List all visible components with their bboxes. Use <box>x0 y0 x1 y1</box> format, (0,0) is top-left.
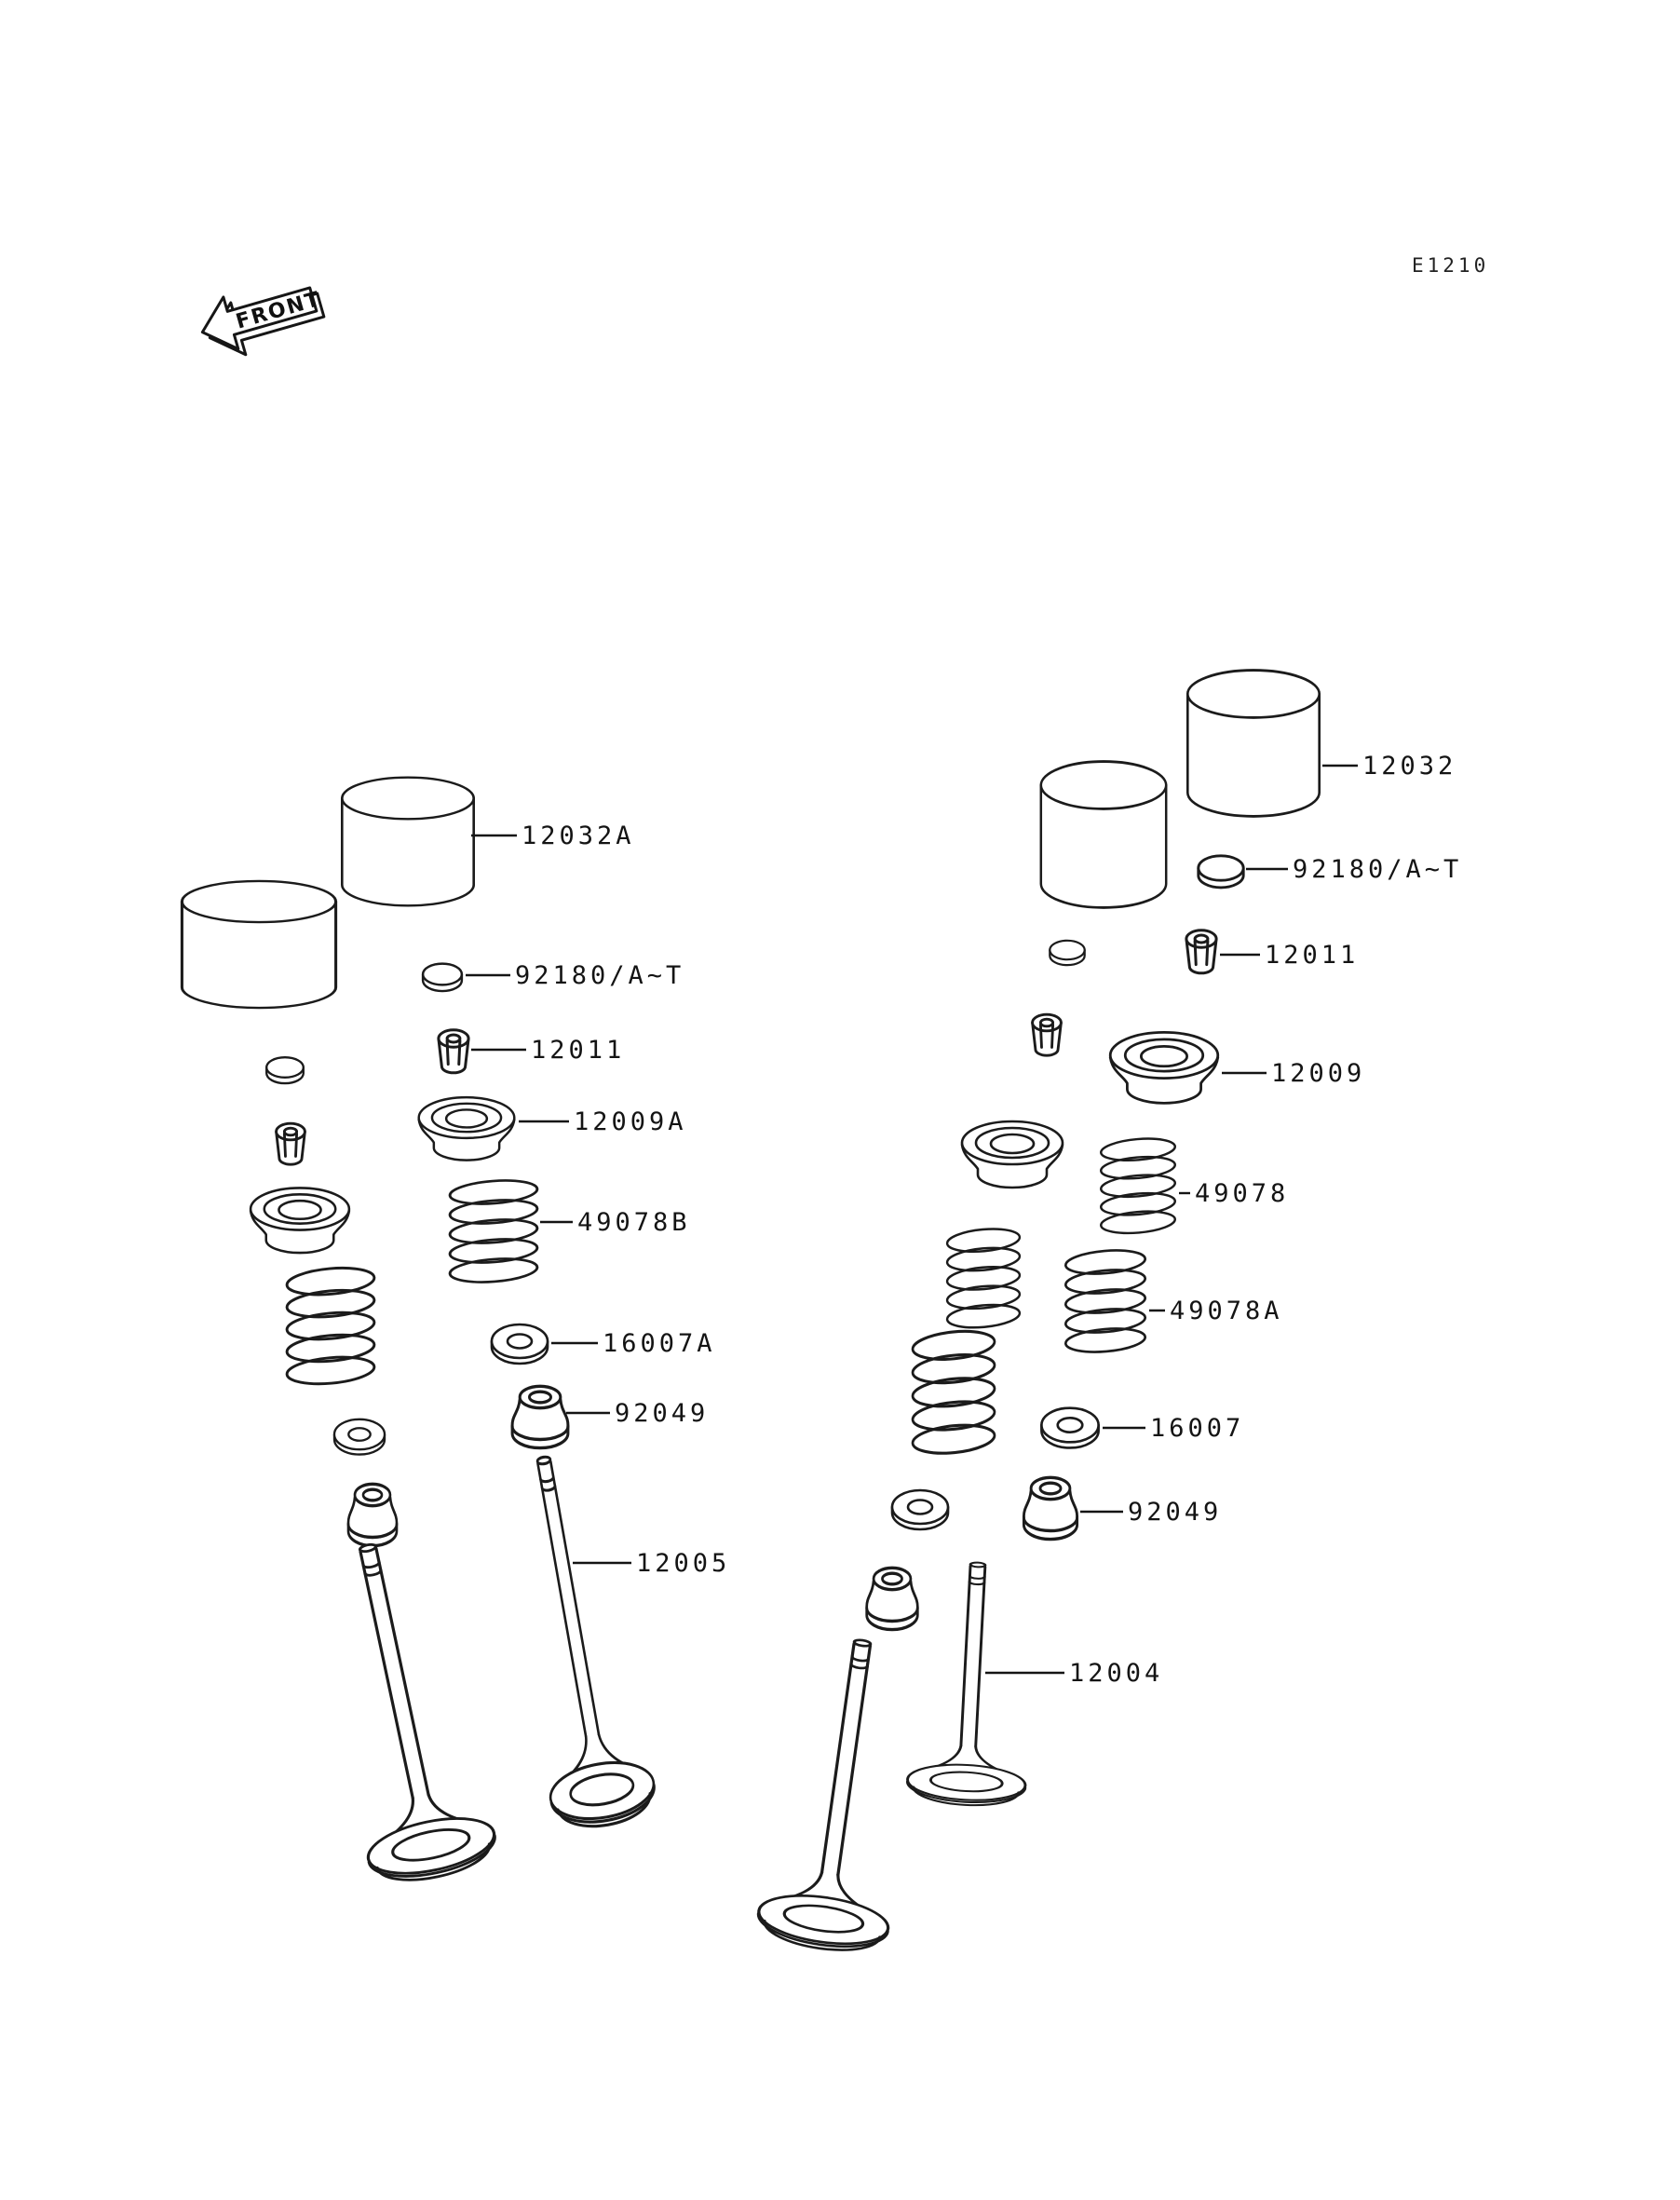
valve-cotter <box>437 1028 470 1075</box>
valve-spring <box>447 1175 540 1287</box>
oil-seal <box>865 1566 919 1632</box>
part-label-49078B: 49078B <box>577 1208 691 1237</box>
intake-valve <box>904 1557 1038 1810</box>
part-label-12009A: 12009A <box>574 1107 687 1136</box>
callouts-left: 12032A 92180/A~T 12011 12009A 49078B 160… <box>466 822 730 1578</box>
valve-spring-inner <box>1063 1246 1148 1356</box>
valve-spring <box>284 1263 377 1389</box>
part-label-12032A: 12032A <box>522 822 635 850</box>
oil-seal <box>1022 1475 1079 1541</box>
part-label-16007: 16007 <box>1150 1414 1244 1443</box>
valve-shim <box>1197 854 1245 890</box>
spring-retainer <box>1108 1030 1220 1105</box>
valve-cotter <box>275 1121 306 1166</box>
spring-seat <box>332 1418 386 1456</box>
exhaust-valve-group <box>180 776 661 1892</box>
valve-lifter <box>1039 760 1168 909</box>
valve-spring-outer <box>1099 1134 1177 1238</box>
valve-shim <box>421 962 464 993</box>
valve-spring-outer <box>944 1225 1023 1332</box>
part-label-92049-left: 92049 <box>615 1399 709 1428</box>
spring-seat <box>490 1323 549 1365</box>
intake-valve <box>752 1629 929 1960</box>
part-label-49078: 49078 <box>1195 1179 1289 1208</box>
part-label-12032: 12032 <box>1362 752 1456 781</box>
page-code: E1210 <box>1412 254 1489 277</box>
part-label-92180AT-left: 92180/A~T <box>515 961 684 990</box>
part-label-16007A: 16007A <box>603 1329 716 1358</box>
part-label-12011-right: 12011 <box>1265 941 1359 970</box>
spring-seat <box>1040 1406 1100 1449</box>
exhaust-valve <box>490 1446 661 1836</box>
front-arrow: FRONT <box>200 286 326 357</box>
part-label-12004: 12004 <box>1069 1659 1163 1688</box>
front-arrow-face <box>200 286 318 351</box>
valve-shim <box>265 1056 305 1085</box>
spring-seat <box>890 1488 950 1531</box>
spring-retainer <box>249 1187 351 1255</box>
valve-spring-inner <box>910 1326 997 1459</box>
valve-lifter <box>180 879 338 1010</box>
part-label-92180AT-right: 92180/A~T <box>1293 855 1462 884</box>
part-label-49078A: 49078A <box>1170 1297 1283 1325</box>
spring-retainer <box>960 1120 1064 1189</box>
valve-cotter <box>1031 1012 1063 1057</box>
oil-seal <box>510 1384 570 1450</box>
part-label-12005: 12005 <box>636 1549 730 1578</box>
callouts-right: 12032 92180/A~T 12011 12009 49078 49078A… <box>985 752 1462 1688</box>
valve-lifter <box>1185 669 1321 818</box>
valve-cotter <box>1185 929 1218 975</box>
part-label-12009: 12009 <box>1271 1059 1365 1088</box>
exhaust-valve <box>303 1529 502 1892</box>
valve-lifter <box>340 776 476 907</box>
part-label-92049-right: 92049 <box>1128 1498 1222 1527</box>
part-label-12011-left: 12011 <box>531 1036 625 1065</box>
valve-shim <box>1049 939 1086 967</box>
oil-seal <box>346 1482 399 1548</box>
spring-retainer <box>417 1095 516 1161</box>
